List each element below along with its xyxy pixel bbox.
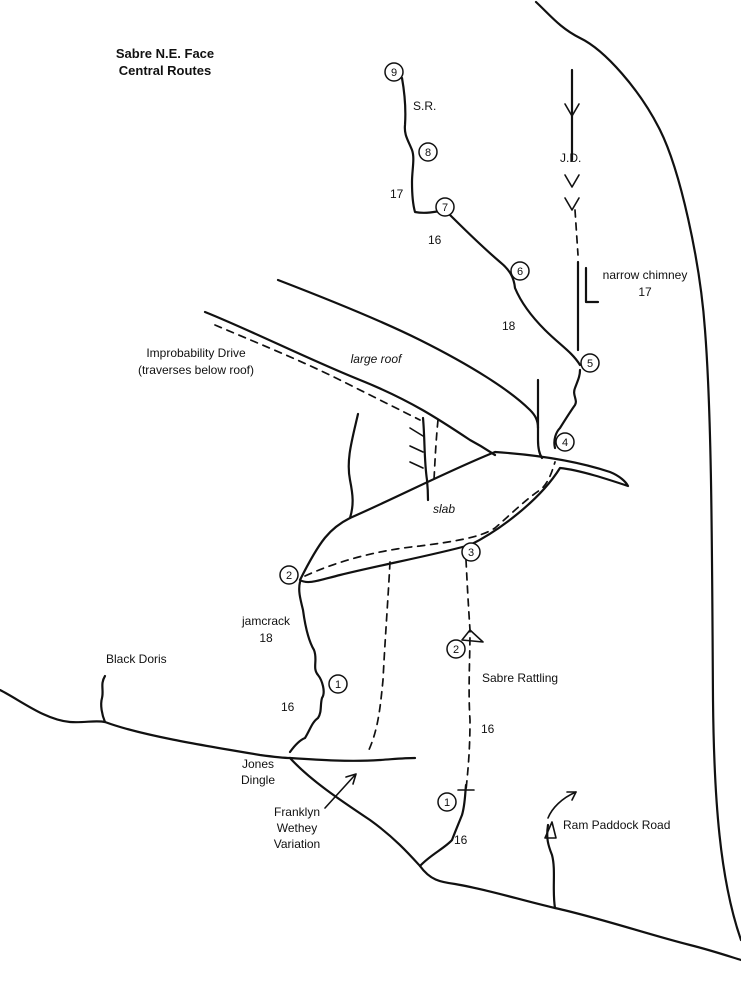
pitch-2-right-marker [446, 639, 466, 659]
pitch-5-marker [580, 353, 600, 373]
slab-outline [298, 450, 630, 584]
jamcrack-route [288, 580, 325, 754]
jd-arrow-1 [564, 103, 580, 117]
pitch-2-right-number: 2 [453, 644, 459, 656]
grade-16-left: 16 [281, 700, 295, 714]
roof-hatch-1 [409, 427, 424, 437]
sabre-rattling-base [418, 783, 468, 868]
pitch-3-marker [461, 542, 481, 562]
roof-corner-vert [421, 416, 430, 502]
pitch-2-left-marker [279, 565, 299, 585]
ground-line-left [0, 688, 292, 760]
black-doris-line [100, 674, 107, 724]
grade-17-upper: 17 [390, 187, 404, 201]
pitch-1-right-marker [437, 792, 457, 812]
franklyn-ledge [288, 756, 417, 762]
improbability-note-label: (traverses below roof) [138, 363, 254, 377]
sabre-rattling-label: Sabre Rattling [482, 671, 558, 685]
franklyn-dashed [367, 561, 391, 753]
title-line-1: Sabre N.E. Face [116, 46, 214, 61]
pitch-8-number: 8 [425, 147, 431, 159]
pitch-8-marker [418, 142, 438, 162]
franklyn-label-3: Variation [274, 837, 320, 851]
title-line-2: Central Routes [119, 63, 211, 78]
roof-lower-edge [203, 310, 497, 457]
jd-arrow-2 [564, 174, 580, 188]
pitch-3-number: 3 [468, 547, 474, 559]
slab-label: slab [433, 502, 455, 516]
pitch-7-number: 7 [442, 202, 448, 214]
narrow-chimney-grade: 17 [638, 285, 652, 299]
jd-arrow-3 [564, 197, 580, 211]
pitch-2-left-number: 2 [286, 570, 292, 582]
grade-16-upper: 16 [428, 233, 442, 247]
jd-label: J.D. [560, 151, 581, 165]
pitch-1-right-number: 1 [444, 797, 450, 809]
large-roof-outline [276, 278, 540, 430]
sabre-rattling-flag [461, 629, 484, 643]
sabre-rattling-dashed [465, 559, 471, 791]
ram-paddock-arrowhead [566, 791, 577, 801]
ram-paddock-arrow [547, 791, 577, 819]
ram-paddock-label: Ram Paddock Road [563, 818, 670, 832]
jamcrack-label: jamcrack [241, 614, 291, 628]
pitch-9-number: 9 [391, 67, 397, 79]
pitch-4-5-route [553, 368, 582, 450]
slab-dashed-traverse [304, 461, 556, 577]
pitch-5-number: 5 [587, 358, 593, 370]
franklyn-label-2: Wethey [277, 821, 317, 835]
pitch-7-marker [435, 197, 455, 217]
roof-corner-left [347, 412, 360, 520]
roof-dashed-vert [433, 419, 439, 481]
narrow-chimney-mark [584, 266, 600, 304]
large-roof-label: large roof [351, 352, 403, 366]
pitch-9-marker [384, 62, 404, 82]
ground-slope [288, 756, 741, 962]
grade-16-right: 16 [481, 722, 495, 736]
right-wall [536, 378, 544, 460]
sr-route [400, 76, 582, 367]
ram-paddock-line [546, 823, 557, 910]
improbability-drive-label: Improbability Drive [146, 346, 246, 360]
franklyn-label-1: Franklyn [274, 805, 320, 819]
narrow-chimney-label: narrow chimney [603, 268, 688, 282]
pitch-1-left-number: 1 [335, 679, 341, 691]
black-doris-label: Black Doris [106, 652, 167, 666]
jones-dingle-label-1: Jones [242, 757, 274, 771]
pitch-4-number: 4 [562, 437, 568, 449]
ridge-outline [534, 0, 741, 942]
franklyn-arrowhead [345, 773, 357, 785]
franklyn-arrow [324, 774, 356, 809]
grade-18-upper: 18 [502, 319, 516, 333]
improbability-dashed [214, 324, 421, 421]
jd-dashed [574, 209, 579, 256]
pitch-6-marker [510, 261, 530, 281]
sr-label: S.R. [413, 99, 436, 113]
roof-hatch-2 [409, 445, 424, 453]
grade-16-bottom: 16 [454, 833, 468, 847]
ram-paddock-flag [544, 821, 557, 839]
pitch-6-number: 6 [517, 266, 523, 278]
pitch-4-marker [555, 432, 575, 452]
jamcrack-grade: 18 [259, 631, 273, 645]
roof-hatch-3 [409, 461, 424, 469]
pitch-1-left-marker [328, 674, 348, 694]
jones-dingle-label-2: Dingle [241, 773, 275, 787]
